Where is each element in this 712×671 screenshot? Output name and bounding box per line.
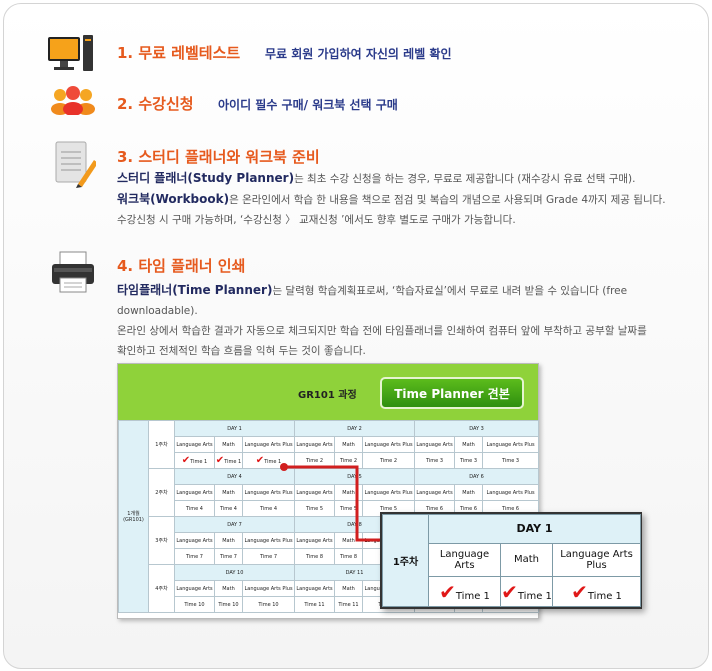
people-icon	[51, 86, 95, 115]
subject-cell: Language Arts Plus	[482, 436, 540, 453]
checkmark-icon: ✔	[181, 455, 191, 466]
subject-cell: Math	[214, 580, 243, 597]
day-header: DAY 5	[294, 468, 416, 485]
planner-course-title: GR101 과정	[298, 390, 357, 401]
step-1-desc: 무료 회원 가입하여 자신의 레벨 확인	[265, 47, 452, 61]
time-planner-sample-button[interactable]: Time Planner 견본	[380, 377, 524, 409]
time-cell: Time 3	[414, 452, 456, 469]
subject-cell: Language Arts Plus	[482, 484, 540, 501]
printer-icon	[52, 251, 94, 293]
day-header: DAY 2	[294, 420, 416, 437]
checkmark-icon: ✔	[255, 455, 265, 466]
time-cell: Time 10	[214, 596, 243, 613]
day-header: DAY 1	[173, 420, 296, 437]
zoom-subject: Language Arts Plus	[551, 542, 642, 578]
subject-cell: Language Arts Plus	[241, 580, 296, 597]
subject-cell: Math	[214, 436, 243, 453]
time-cell: ✔Time 1	[214, 452, 243, 469]
week-label: 1주차	[148, 420, 175, 469]
time-cell: Time 4	[174, 500, 215, 517]
checkmark-icon: ✔	[571, 579, 588, 604]
step-3-title: 3. 스터디 플래너와 워크북 준비	[117, 148, 320, 166]
subject-cell: Language Arts	[294, 436, 336, 453]
time-cell: Time 3	[482, 452, 540, 469]
time-cell: Time 7	[174, 548, 215, 565]
zoom-subject: Language Arts	[428, 542, 501, 578]
step-3-line-3: 수강신청 시 구매 가능하며, ‘수강신청 〉 교재신청 ’에서도 향후 별도로…	[117, 214, 516, 226]
day-header: DAY 7	[173, 516, 296, 533]
step-2-desc: 아이디 필수 구매/ 워크북 선택 구매	[218, 98, 398, 112]
subject-cell: Language Arts	[294, 580, 336, 597]
month-label: 1개월 (GR101)	[118, 420, 149, 613]
time-cell: Time 3	[454, 452, 484, 469]
time-cell: Time 7	[214, 548, 243, 565]
week-label: 3주차	[148, 516, 175, 565]
week-label: 2주차	[148, 468, 175, 517]
time-cell: Time 4	[214, 500, 243, 517]
checkmark-icon: ✔	[501, 579, 518, 604]
day-header: DAY 3	[414, 420, 540, 437]
checkmark-icon: ✔	[439, 579, 456, 604]
step-4-line-1: 타임플래너(Time Planner)는 달력형 학습계획표로써, ‘학습자료실…	[117, 283, 628, 317]
step-3-line-1: 스터디 플래너(Study Planner)는 최초 수강 신청을 하는 경우,…	[117, 171, 636, 185]
step-3-body: 스터디 플래너(Study Planner)는 최초 수강 신청을 하는 경우,…	[117, 168, 707, 230]
step-3-line-2: 워크북(Workbook)은 온라인에서 학습 한 내용을 책으로 점검 및 복…	[117, 192, 666, 206]
zoom-day-label: DAY 1	[427, 514, 642, 544]
week-label: 4주차	[148, 564, 175, 613]
zoom-subject: Math	[500, 542, 553, 578]
planner-zoom-detail: 1주차 DAY 1 Language Arts Math Language Ar…	[380, 512, 642, 609]
time-cell: ✔Time 1	[174, 452, 215, 469]
zoom-connector-arrow	[280, 463, 390, 546]
subject-cell: Language Arts	[174, 484, 215, 501]
zoom-time-cell: ✔Time 1	[428, 576, 501, 607]
subject-cell: Math	[214, 484, 243, 501]
step-2-title: 2. 수강신청	[117, 95, 194, 113]
time-cell: Time 11	[294, 596, 336, 613]
subject-cell: Language Arts Plus	[241, 436, 296, 453]
subject-cell: Language Arts Plus	[362, 436, 416, 453]
time-cell: Time 10	[241, 596, 296, 613]
subject-cell: Math	[334, 580, 364, 597]
checkmark-icon: ✔	[215, 455, 225, 466]
zoom-week-label: 1주차	[382, 514, 429, 607]
subject-cell: Language Arts	[174, 532, 215, 549]
subject-cell: Language Arts	[174, 436, 215, 453]
notebook-pencil-icon	[55, 141, 96, 188]
day-header: DAY 4	[173, 468, 296, 485]
time-cell: Time 11	[334, 596, 364, 613]
subject-cell: Language Arts	[414, 436, 456, 453]
day-header: DAY 10	[173, 564, 296, 581]
step-4-body: 타임플래너(Time Planner)는 달력형 학습계획표로써, ‘학습자료실…	[117, 280, 707, 361]
step-4-line-3: 확인하고 전체적인 학습 흐름을 익혀 두는 것이 좋습니다.	[117, 345, 366, 357]
day-header: DAY 6	[414, 468, 540, 485]
zoom-time-cell: ✔Time 1	[551, 576, 642, 607]
step-1-title: 1. 무료 레벨테스트	[117, 44, 241, 62]
subject-cell: Math	[454, 484, 484, 501]
subject-cell: Math	[454, 436, 484, 453]
computer-icon	[48, 35, 93, 71]
planner-header: GR101 과정 Time Planner 견본	[118, 364, 538, 420]
subject-cell: Math	[214, 532, 243, 549]
time-cell: Time 10	[174, 596, 215, 613]
step-4-title: 4. 타임 플래너 인쇄	[117, 257, 246, 275]
zoom-time-cell: ✔Time 1	[500, 576, 553, 607]
subject-cell: Math	[334, 436, 364, 453]
step-4-line-2: 온라인 상에서 학습한 결과가 자동으로 체크되지만 학습 전에 타임플래너를 …	[117, 325, 647, 337]
subject-cell: Language Arts	[174, 580, 215, 597]
subject-cell: Language Arts	[414, 484, 456, 501]
